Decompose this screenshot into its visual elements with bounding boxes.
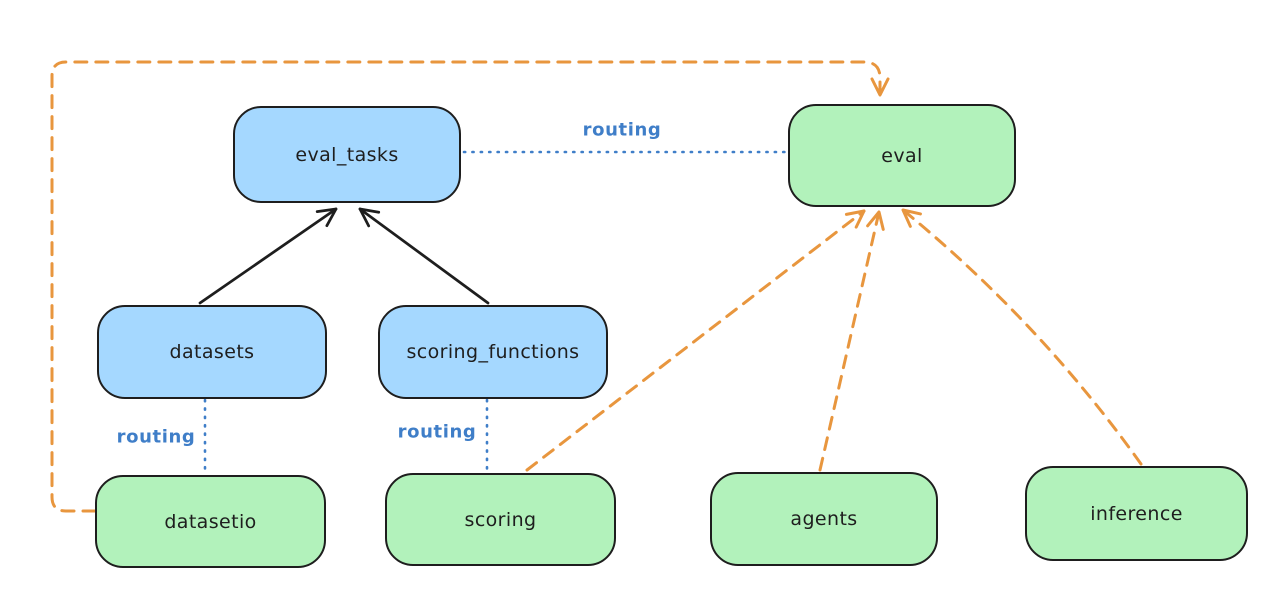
node-eval: eval	[788, 104, 1016, 207]
node-inference-label: inference	[1090, 502, 1183, 525]
routing-label-scoring-functions-scoring: routing	[397, 421, 477, 443]
edge-datasets-to-eval-tasks-arrow	[198, 207, 338, 305]
node-inference: inference	[1025, 466, 1248, 561]
node-agents-label: agents	[790, 508, 858, 530]
routing-label-eval-tasks-eval: routing	[582, 119, 662, 141]
node-agents: agents	[710, 472, 938, 566]
node-scoring-label: scoring	[464, 508, 537, 531]
node-scoring-functions-label: scoring_functions	[406, 341, 580, 363]
routing-label-datasets-datasetio: routing	[116, 426, 196, 448]
node-datasetio-label: datasetio	[164, 510, 257, 533]
edge-agents-to-eval-arrow	[818, 210, 885, 472]
node-datasetio: datasetio	[95, 475, 326, 568]
node-eval-label: eval	[881, 144, 923, 167]
node-datasets-label: datasets	[169, 341, 255, 363]
edge-inference-to-eval-arrow	[901, 208, 1143, 466]
node-eval-tasks-label: eval_tasks	[295, 143, 399, 166]
edge-scoring-functions-to-eval-tasks-arrow	[358, 207, 490, 305]
node-eval-tasks: eval_tasks	[233, 106, 461, 203]
edge-datasetio-to-eval-arrow	[50, 60, 890, 513]
node-scoring-functions: scoring_functions	[378, 305, 608, 399]
node-scoring: scoring	[385, 473, 616, 566]
edge-scoring-to-eval-arrow	[525, 209, 866, 472]
node-datasets: datasets	[97, 305, 327, 399]
